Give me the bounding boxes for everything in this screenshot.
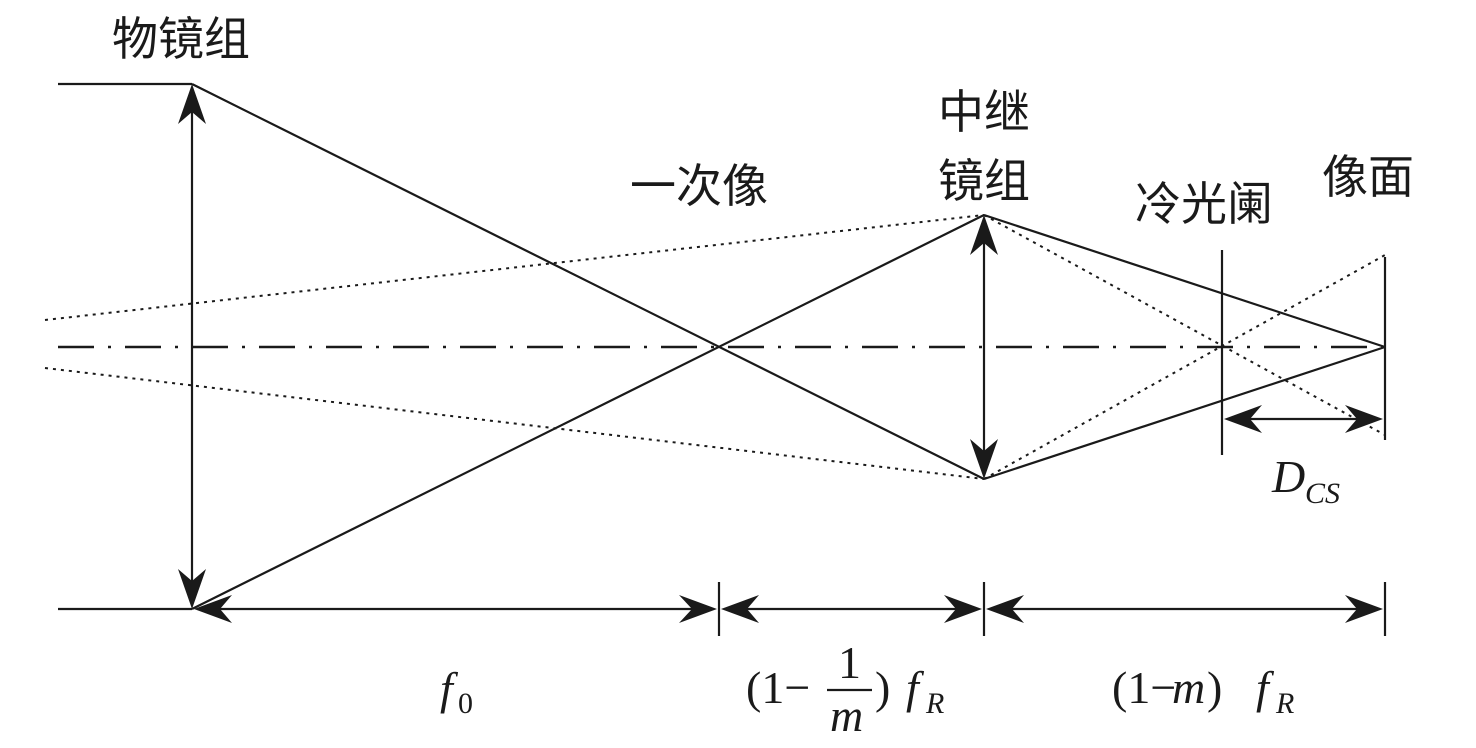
dim-arrow-image-gap — [986, 595, 1383, 623]
relay-gap-label: (1− 1 m ) f R — [746, 637, 944, 741]
svg-text:R: R — [925, 687, 944, 720]
relay-group-label-line2: 镜组 — [938, 154, 1030, 208]
svg-text:): ) — [875, 662, 890, 713]
dim-arrow-relay-gap — [721, 595, 982, 623]
chief-ray-after-relay-down — [983, 214, 1386, 436]
dcs-dimension-arrow — [1224, 405, 1383, 433]
svg-text:f: f — [440, 663, 459, 714]
marginal-ray-up — [191, 214, 985, 610]
dim-arrow-f0 — [194, 595, 717, 623]
svg-text:(1−: (1− — [746, 662, 810, 713]
relay-ray-up — [983, 345, 1386, 481]
svg-text:CS: CS — [1305, 477, 1340, 510]
marginal-ray-down — [191, 83, 985, 480]
relay-ray-down — [983, 213, 1386, 349]
image-plane-label: 像面 — [1322, 150, 1414, 204]
svg-text:0: 0 — [458, 687, 473, 720]
svg-text:f: f — [1256, 662, 1275, 713]
chief-ray-lower — [44, 367, 985, 480]
relay-group-label-line1: 中继 — [938, 85, 1030, 139]
relay-lens — [970, 215, 998, 479]
svg-text:(1−: (1− — [1112, 662, 1176, 713]
chief-ray-upper — [44, 214, 985, 321]
svg-text:m: m — [1172, 662, 1205, 713]
image-gap-label: (1− m ) f R — [1112, 662, 1294, 720]
svg-text:1: 1 — [838, 637, 861, 688]
svg-text:D: D — [1271, 451, 1305, 502]
primary-image-label: 一次像 — [630, 159, 768, 213]
f0-label: f 0 — [440, 663, 473, 720]
objective-lens — [178, 84, 206, 609]
svg-text:m: m — [830, 690, 863, 741]
dcs-label: D CS — [1271, 451, 1340, 510]
objective-group-label: 物镜组 — [112, 12, 250, 66]
cold-stop-label: 冷光阑 — [1135, 177, 1273, 231]
svg-text:): ) — [1207, 662, 1222, 713]
svg-text:f: f — [906, 662, 925, 713]
svg-text:R: R — [1275, 687, 1294, 720]
